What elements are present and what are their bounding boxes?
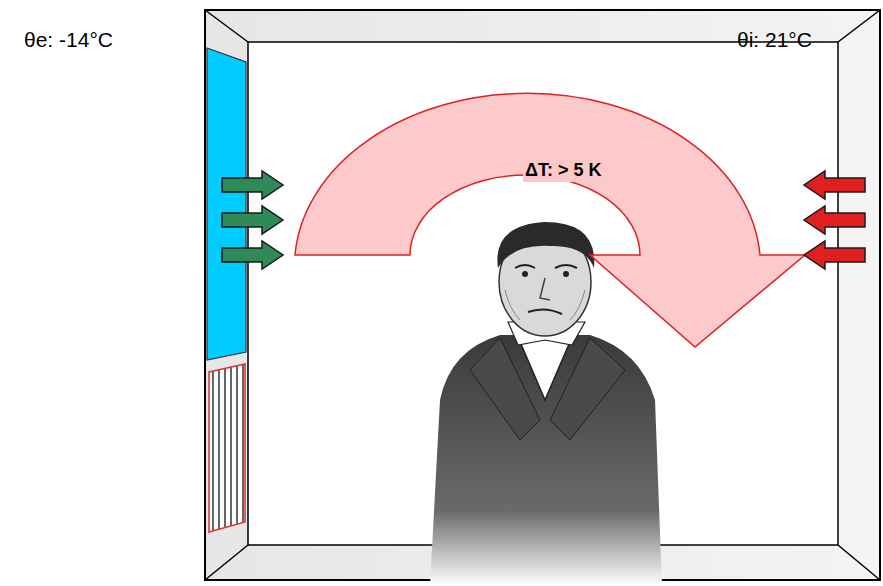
warm-arrows <box>804 171 865 269</box>
corner-line <box>205 10 248 42</box>
temperature-difference: ΔT: > 5 K <box>523 160 603 182</box>
cold-arrows <box>222 171 283 269</box>
inside-temperature: θi: 21°C <box>735 27 814 52</box>
corner-line <box>838 545 880 580</box>
corner-line <box>838 10 880 42</box>
outside-temperature: θe: -14°C <box>22 27 115 52</box>
window <box>207 48 246 360</box>
radiator <box>209 364 245 532</box>
corner-line <box>205 545 248 580</box>
heat-flow-arrow <box>295 93 805 347</box>
